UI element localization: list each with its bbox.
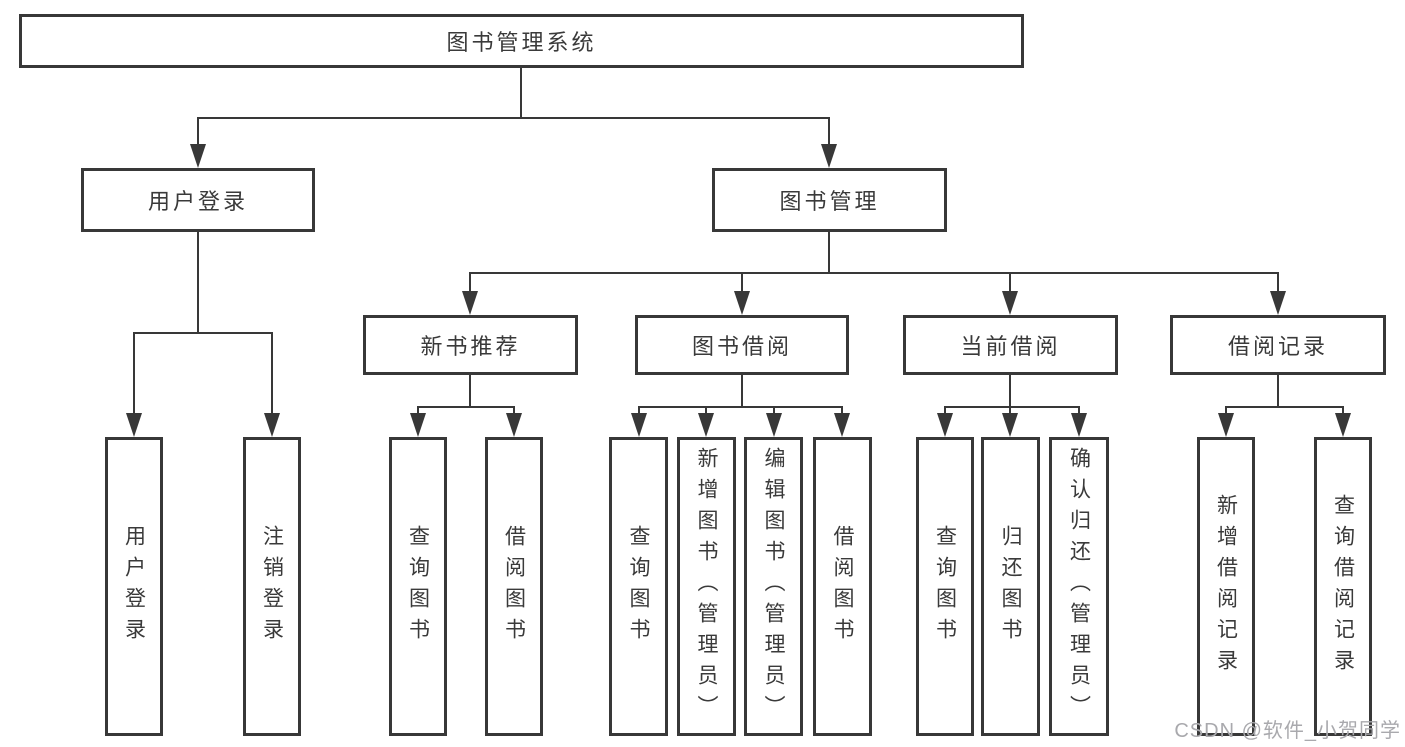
connector-drop-leaf — [773, 406, 775, 416]
connector-drop-leaf — [513, 406, 515, 416]
arrowhead-down-icon — [1270, 291, 1286, 315]
connector-drop-user-login — [197, 117, 199, 147]
leaf-return-books: 归还图书 — [981, 437, 1040, 736]
arrowhead-down-icon — [1002, 413, 1018, 437]
connector-drop-leaf — [944, 406, 946, 416]
leaf-query-borrow-record: 查询借阅记录 — [1314, 437, 1372, 736]
node-book-management-label: 图书管理 — [779, 189, 880, 214]
connector-drop-leaf — [271, 332, 273, 414]
connector-drop-level3 — [1277, 272, 1279, 292]
connector-drop-leaf — [1342, 406, 1344, 416]
node-user-login: 用户登录 — [81, 168, 315, 232]
leaf-label: 编辑图书（管理员） — [762, 447, 785, 726]
leaf-label: 新增借阅记录 — [1214, 493, 1238, 680]
arrowhead-down-icon — [506, 413, 522, 437]
leaf-add-book-admin: 新增图书（管理员） — [677, 437, 736, 736]
arrowhead-down-icon — [1335, 413, 1351, 437]
node-book-borrow-label: 图书借阅 — [691, 334, 792, 359]
arrowhead-down-icon — [1071, 413, 1087, 437]
connector-split-level3 — [470, 272, 1278, 274]
leaf-borrow-books-1: 借阅图书 — [485, 437, 543, 736]
node-root: 图书管理系统 — [19, 14, 1024, 68]
leaf-edit-book-admin: 编辑图书（管理员） — [744, 437, 803, 736]
connector-drop-level3 — [1009, 272, 1011, 292]
connector-book-mgmt-stem — [828, 232, 830, 274]
leaf-label: 查询借阅记录 — [1331, 493, 1355, 680]
arrowhead-down-icon — [462, 291, 478, 315]
node-new-book-recommend: 新书推荐 — [363, 315, 578, 375]
leaf-logout: 注销登录 — [243, 437, 301, 736]
leaf-add-borrow-record: 新增借阅记录 — [1197, 437, 1255, 736]
node-borrow-records-label: 借阅记录 — [1227, 334, 1328, 359]
connector-user-login-stem — [197, 232, 199, 334]
connector-drop-level3 — [469, 272, 471, 292]
node-current-borrow: 当前借阅 — [903, 315, 1118, 375]
node-root-label: 图书管理系统 — [446, 30, 597, 55]
connector-drop-leaf — [1225, 406, 1227, 416]
connector-split — [1226, 406, 1343, 408]
arrowhead-down-icon — [264, 413, 280, 437]
leaf-label: 归还图书 — [999, 524, 1022, 649]
connector-split-level2 — [198, 117, 830, 119]
leaf-user-login: 用户登录 — [105, 437, 163, 736]
node-book-borrow: 图书借阅 — [635, 315, 849, 375]
leaf-label: 查询图书 — [627, 524, 650, 649]
connector-stem — [1009, 375, 1011, 408]
arrowhead-down-icon — [410, 413, 426, 437]
leaf-label: 确认归还（管理员） — [1067, 447, 1091, 726]
arrowhead-down-icon — [631, 413, 647, 437]
leaf-label: 借阅图书 — [831, 524, 854, 649]
arrowhead-down-icon — [766, 413, 782, 437]
connector-split — [418, 406, 514, 408]
connector-drop-book-mgmt — [828, 117, 830, 147]
connector-split-user-login — [134, 332, 272, 334]
leaf-query-books-3: 查询图书 — [916, 437, 974, 736]
arrowhead-down-icon — [698, 413, 714, 437]
node-current-borrow-label: 当前借阅 — [960, 334, 1061, 359]
leaf-confirm-return-admin: 确认归还（管理员） — [1049, 437, 1109, 736]
leaf-query-books-2: 查询图书 — [609, 437, 668, 736]
leaf-label: 借阅图书 — [502, 524, 526, 649]
arrowhead-down-icon — [126, 413, 142, 437]
connector-stem — [469, 375, 471, 408]
connector-drop-leaf — [705, 406, 707, 416]
connector-drop-leaf — [417, 406, 419, 416]
leaf-label: 新增图书（管理员） — [695, 447, 718, 726]
connector-split — [945, 406, 1079, 408]
connector-drop-level3 — [741, 272, 743, 292]
connector-drop-leaf — [638, 406, 640, 416]
arrowhead-down-icon — [937, 413, 953, 437]
connector-drop-leaf — [841, 406, 843, 416]
connector-drop-leaf — [1078, 406, 1080, 416]
csdn-watermark: CSDN @软件_小贺同学 — [1174, 720, 1401, 742]
arrowhead-down-icon — [821, 144, 837, 168]
arrowhead-down-icon — [834, 413, 850, 437]
leaf-label: 查询图书 — [406, 524, 430, 649]
node-user-login-label: 用户登录 — [147, 189, 248, 214]
arrowhead-down-icon — [1218, 413, 1234, 437]
arrowhead-down-icon — [1002, 291, 1018, 315]
connector-drop-leaf — [1009, 406, 1011, 416]
leaf-label: 用户登录 — [122, 524, 146, 649]
node-new-book-recommend-label: 新书推荐 — [420, 334, 521, 359]
connector-stem — [741, 375, 743, 408]
node-book-management: 图书管理 — [712, 168, 947, 232]
connector-split — [639, 406, 843, 408]
arrowhead-down-icon — [190, 144, 206, 168]
leaf-borrow-books-2: 借阅图书 — [813, 437, 872, 736]
node-borrow-records: 借阅记录 — [1170, 315, 1386, 375]
connector-drop-leaf — [133, 332, 135, 414]
arrowhead-down-icon — [734, 291, 750, 315]
leaf-label: 查询图书 — [933, 524, 957, 649]
connector-stem — [1277, 375, 1279, 408]
leaf-query-books-1: 查询图书 — [389, 437, 447, 736]
leaf-label: 注销登录 — [260, 524, 284, 649]
connector-root-stem — [520, 68, 522, 118]
